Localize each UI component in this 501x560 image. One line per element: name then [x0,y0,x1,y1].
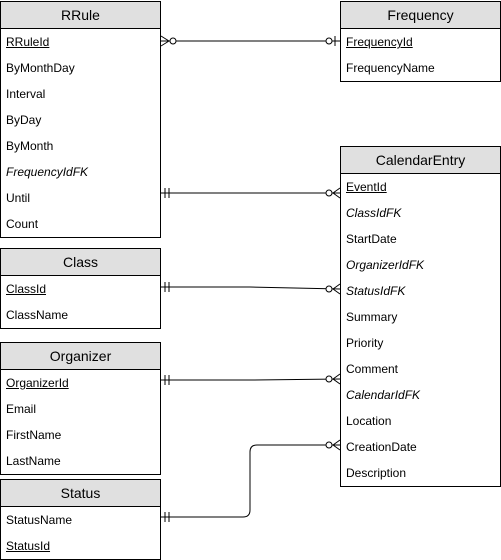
rrule-frequency-link[interactable] [160,35,340,47]
attribute-organizeridfk[interactable]: OrganizerIdFK [346,258,425,272]
attribute-classidfk[interactable]: ClassIdFK [346,206,402,220]
attribute-firstname[interactable]: FirstName [6,428,62,442]
entity-title: Organizer [1,343,160,370]
attribute-statusid[interactable]: StatusId [6,539,51,553]
attribute-bymonthday[interactable]: ByMonthDay [6,61,75,75]
attribute-rruleid[interactable]: RRuleId [6,35,50,49]
attribute-frequencyid[interactable]: FrequencyId [346,35,413,49]
attribute-frequencyidfk[interactable]: FrequencyIdFK [6,165,89,179]
attribute-statusname[interactable]: StatusName [6,513,73,527]
attribute-lastname[interactable]: LastName [6,454,61,468]
attribute-eventid[interactable]: EventId [346,180,387,194]
attribute-startdate[interactable]: StartDate [346,232,397,246]
entity-title: Frequency [341,2,500,29]
attribute-calendaridfk[interactable]: CalendarIdFK [346,388,421,402]
rrule-calendarentry-link[interactable] [161,187,341,199]
attribute-interval[interactable]: Interval [6,87,46,101]
entity-title: Class [1,249,160,276]
entity-title: Status [1,480,160,507]
attribute-comment[interactable]: Comment [346,362,399,376]
organizer-calendarentry-link[interactable] [161,373,341,385]
attribute-until[interactable]: Until [6,191,31,205]
attribute-count[interactable]: Count [6,217,39,231]
attribute-location[interactable]: Location [346,414,392,428]
attribute-classname[interactable]: ClassName [6,308,69,322]
attribute-classid[interactable]: ClassId [6,282,47,296]
attribute-organizerid[interactable]: OrganizerId [6,376,69,390]
attribute-email[interactable]: Email [6,402,37,416]
attribute-summary[interactable]: Summary [346,310,398,324]
entity-title: CalendarEntry [341,147,500,174]
attribute-bymonth[interactable]: ByMonth [6,139,54,153]
attribute-creationdate[interactable]: CreationDate [346,440,417,454]
attribute-statusidfk[interactable]: StatusIdFK [346,284,406,298]
attribute-frequencyname[interactable]: FrequencyName [346,61,435,75]
class-calendarentry-link[interactable] [161,282,341,295]
attribute-byday[interactable]: ByDay [6,113,42,127]
attribute-priority[interactable]: Priority [346,336,384,350]
attribute-description[interactable]: Description [346,466,407,480]
entity-title: RRule [1,2,160,29]
status-calendarentry-link[interactable] [161,439,341,522]
